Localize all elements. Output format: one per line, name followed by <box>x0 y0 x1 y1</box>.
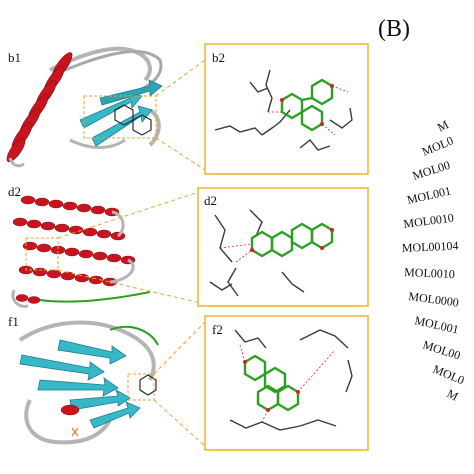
protein-structure-d2 <box>11 195 151 308</box>
mol-id-item: M <box>435 117 451 134</box>
callout-line <box>153 399 206 447</box>
zoom-panel-f2: f2 <box>204 315 369 451</box>
protein-structure-f1 <box>18 320 159 445</box>
mol-id-item: MOL00104 <box>402 239 459 255</box>
row-2: d2 d2 <box>8 184 369 308</box>
mol-id-list: MMOL0MOL00MOL001MOL0010MOL00104MOL0010MO… <box>402 117 467 404</box>
mol-id-item: MOL0000 <box>408 289 460 309</box>
zoom-label-b2: b2 <box>212 50 225 65</box>
callout-line <box>155 137 206 171</box>
zoom-label-f2: f2 <box>212 322 223 337</box>
mol-id-item: MOL0 <box>420 133 456 158</box>
protein-structure-b1 <box>6 46 163 168</box>
protein-label-d2: d2 <box>8 184 21 199</box>
row-1: b1 <box>6 43 369 175</box>
callout-line <box>57 189 206 239</box>
mol-id-item: MOL0010 <box>403 210 455 230</box>
mol-id-item: MOL00 <box>411 158 452 183</box>
callout-line <box>57 269 206 305</box>
callout-line <box>155 59 206 97</box>
row-3: f1 f2 <box>8 314 369 451</box>
protein-label-b1: b1 <box>8 50 21 65</box>
mol-id-item: MOL0010 <box>404 265 455 281</box>
protein-label-f1: f1 <box>8 314 19 329</box>
mol-id-item: MOL0 <box>431 362 467 387</box>
mol-id-item: MOL00 <box>421 338 462 363</box>
callout-line <box>153 321 206 375</box>
mol-id-item: MOL001 <box>413 313 460 336</box>
mol-id-item: M <box>445 386 461 403</box>
mol-id-item: MOL001 <box>406 184 453 207</box>
panel-letter: (B) <box>378 16 410 42</box>
zoom-panel-d2: d2 <box>197 187 369 307</box>
zoom-panel-b2: b2 <box>204 43 369 175</box>
zoom-label-d2: d2 <box>204 193 217 208</box>
